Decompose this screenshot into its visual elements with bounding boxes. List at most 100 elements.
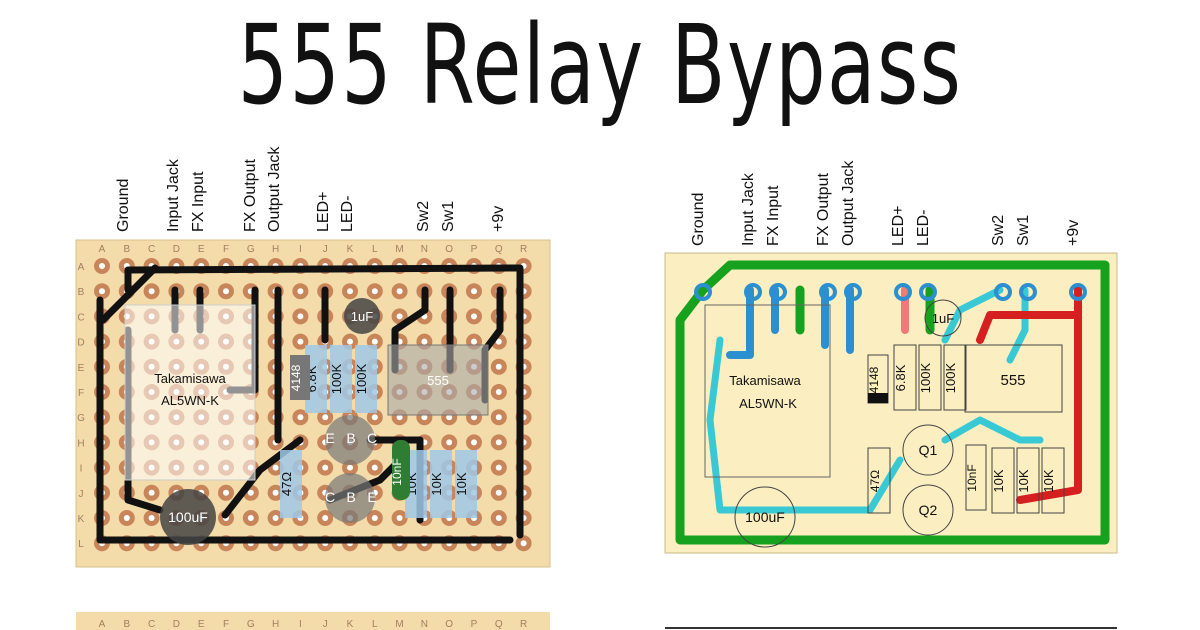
transistor-pin-label: B [346,430,355,446]
resistor-outline [943,344,967,411]
resistor [355,345,377,413]
column-letter: C [148,244,155,255]
resistor [430,450,452,518]
cap-10nf-label-2: 10nF [965,464,979,491]
resistor [330,345,352,413]
column-letter: G [247,619,255,630]
pad-hole [297,288,304,295]
column-letter: N [421,619,428,630]
cyan-trace-1 [941,286,1004,344]
column-letter: F [223,244,229,255]
pad-hole [495,414,502,421]
cap-1uf [344,298,380,334]
diode-label: 4148 [289,364,303,391]
pad-hole [272,515,279,521]
column-letter: P [471,244,478,255]
column-letter: M [395,244,403,255]
cap-1uf-outline [924,299,962,337]
diode-band [868,393,888,403]
resistor-label: 10K [991,469,1006,492]
column-letter: P [471,619,478,630]
column-letter: A [99,619,106,630]
cap-1uf-label: 1uF [351,309,373,324]
row-letter: D [77,338,84,349]
column-letter: R [520,619,527,630]
column-letter: H [272,244,279,255]
pad-hole [421,414,428,421]
relay-model-label: AL5WN-K [161,393,219,408]
resistor-label: 10K [454,472,469,495]
column-letter: B [123,619,130,630]
resistor [405,450,427,518]
column-letter: L [372,244,378,255]
row-letter: K [78,514,85,525]
cap-100uf-outline [734,486,796,548]
pad-hole [322,515,329,521]
pin-label: Input Jack [740,172,757,246]
column-letter: G [247,244,255,255]
pad-hole [471,414,477,421]
column-letter: Q [495,244,503,255]
pin-label: Sw1 [1015,215,1032,246]
page-title: 555 Relay Bypass [237,1,963,129]
pcb-pad [919,283,937,301]
cap-10nf [392,440,410,500]
column-letter: E [198,244,205,255]
q1-label: Q1 [919,442,938,458]
resistor [455,450,477,518]
pad-hole [471,313,477,320]
row-letter: H [77,438,84,449]
pad-hole [495,515,502,521]
resistor-label: 10K [429,472,444,495]
resistor [305,345,327,413]
pad-hole [347,338,353,345]
pin-label: Sw2 [415,201,432,232]
pad-hole [223,288,229,295]
pin-label: Output Jack [840,160,857,246]
column-letter: E [198,619,205,630]
row-letter: F [78,388,84,399]
pad-hole [396,288,403,295]
relay-body [124,304,256,481]
resistor-label: 100K [918,362,933,393]
pad-hole [148,515,155,521]
pad-hole [148,489,155,496]
pin-label: Ground [690,193,707,246]
ic-555-outline [964,344,1063,413]
resistor-label: 100K [943,362,958,393]
resistor-label: 10K [1041,469,1056,492]
q1 [902,424,954,476]
pcb-pad [1069,283,1087,301]
pad-hole [297,338,304,345]
row-letter: E [78,363,85,374]
pcb-layout: Ground Input Jack FX Input FX Output Output … [664,160,1118,629]
pad-hole [371,515,378,521]
pad-hole [495,389,502,395]
pin-label: Sw1 [440,201,457,232]
pin-label: FX Input [765,185,782,246]
cap-100uf [160,489,216,545]
resistor-label: 100K [354,363,369,394]
column-letter: K [347,619,354,630]
column-letter: R [520,244,527,255]
pad-hole [123,515,130,521]
pad-hole [297,414,304,421]
row-letter: B [78,287,85,298]
pad-hole [495,439,502,446]
pad-hole [347,464,353,471]
pcb-pad [844,283,862,301]
pin-label: FX Output [815,173,832,246]
column-letter: H [272,619,279,630]
pcb-pad [744,283,762,301]
pin-label: +9v [1065,220,1082,246]
cap-100uf-label: 100uF [168,509,208,525]
pad-hole [495,464,502,471]
column-letter: D [173,244,180,255]
resistor-label: 6.8K [893,364,908,391]
resistor-outline [1016,447,1040,514]
cap-1uf-label-2: 1uF [932,311,954,326]
row-letter: C [77,312,84,323]
red-trace [976,286,1082,344]
outer-loop-trace [96,296,514,544]
